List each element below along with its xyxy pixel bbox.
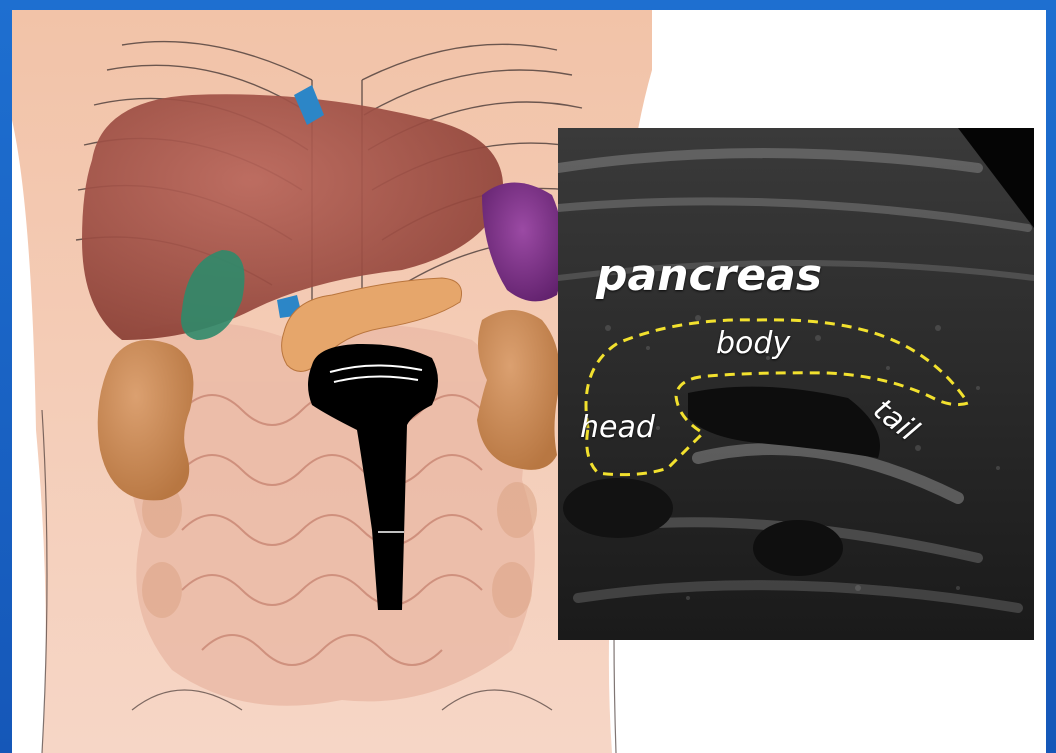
- ultrasound-texture: [558, 128, 1034, 640]
- label-body: body: [716, 326, 790, 361]
- right-kidney: [477, 310, 560, 470]
- image-panel: pancreas body head tail: [12, 10, 1046, 753]
- label-head: head: [580, 410, 655, 445]
- ultrasound-image: pancreas body head tail: [558, 128, 1034, 640]
- pancreas-title: pancreas: [596, 250, 822, 301]
- left-kidney: [98, 340, 194, 500]
